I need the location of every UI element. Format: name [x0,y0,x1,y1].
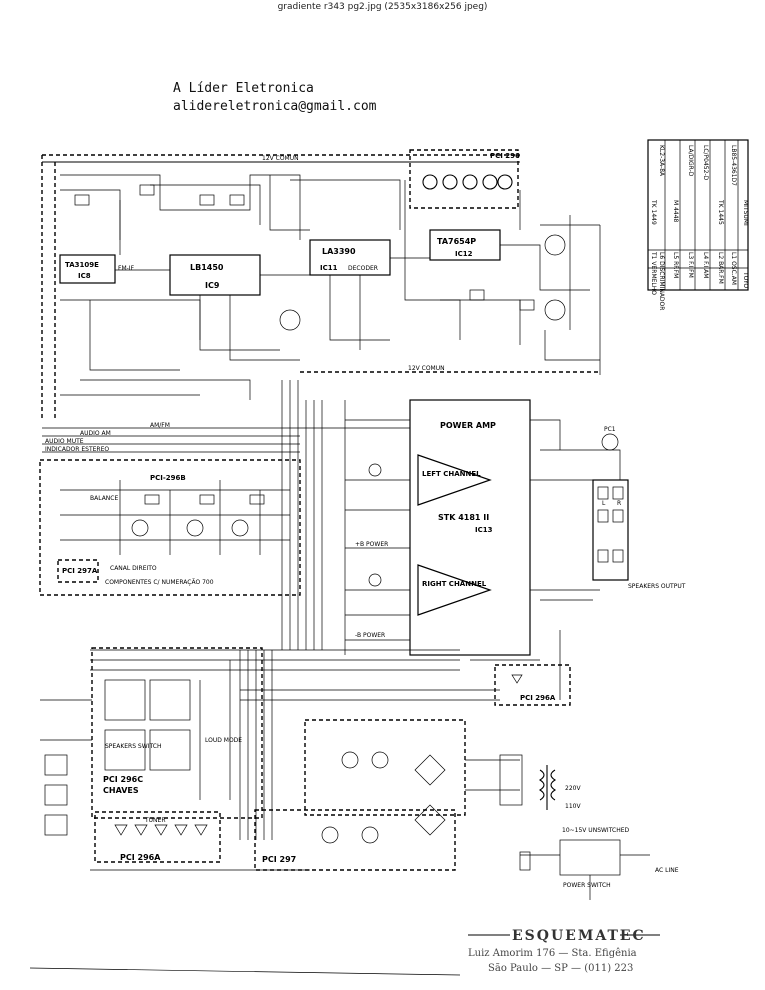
balance-label: BALANCE [90,495,118,502]
ic9-label: IC9 [205,281,220,290]
table-row-3-b: LC/P0452-D [702,145,709,181]
plus-b-power: +B POWER [355,541,388,548]
power-switch-label: POWER SWITCH [563,882,611,889]
stamp-brand: ESQUEMATEC [512,928,646,944]
pci296a-right: PCI 296A [494,664,571,706]
pci296b-label: PCI-296B [150,474,186,482]
speakers-output-label: SPEAKERS OUTPUT [628,583,686,590]
brand-block: A Líder Eletronica alidereletronica@gmai… [173,80,377,116]
ic9: LB1450 IC9 [169,254,261,296]
pci296a-led-board: TUNER PCI 296A [94,811,221,863]
ic11-sub: DECODER [348,265,378,272]
left-channel-label: LEFT CHANNEL [422,470,481,478]
stamp-line2: São Paulo — SP — (011) 223 [488,963,633,974]
rail-mid-label: 12V COMUN [408,365,445,372]
ic12-label: IC12 [455,250,473,258]
fm-if-label: FM-IF [118,265,135,272]
table-row-1-b: LB85-4361D7 [730,145,737,186]
ic11-part: LA3390 [322,247,356,256]
audio-bus: AM/FM AUDIO AM AUDIO MUTE INDICADOR ESTE… [42,422,410,453]
brand-name: A Líder Eletronica [173,81,314,96]
table-row-1-a: L1 OSC.AM [730,252,737,285]
ic11: LA3390 IC11 DECODER [309,239,391,276]
table-header-mitsumi: MITSUMI [742,200,749,226]
table-row-7-a: T1 VERMELHO [650,251,657,295]
tuner-label: TUNER [144,817,166,824]
table-row-7-b: TK 1449 [650,199,657,225]
v220-label: 220V [565,785,581,792]
table-row-4-b: LA/DIGR-D [687,145,694,177]
vertical-bundle [281,380,323,650]
indicador-label: INDICADOR ESTEREO [45,446,109,453]
loud-mode-label: LOUD MODE [205,737,242,744]
rail-top: 12V COMUN [42,154,520,163]
ic9-part: LB1450 [190,263,224,272]
power-amp-label: POWER AMP [440,421,496,430]
table-row-3-a: L4 F.I.AM [702,252,709,278]
table-row-6-b: KL2-3A-8A [658,145,665,177]
pci296b-module: PCI-296B BALANCE CANAL DIREITO COMPONENT… [39,459,301,596]
table-row-5-b: M 4448 [672,200,679,223]
ic8-label: IC8 [78,272,91,280]
pci296a-label: PCI 296A [120,853,161,862]
ic8: TA3109E IC8 FM-IF [59,254,135,284]
minus-b-power: -B POWER [355,632,385,639]
table-row-6-a: L6 DISCRIMINADOR [658,252,665,310]
pci297-label: PCI 297 [262,855,296,864]
coil-table: MITSUMI TOYO L1 OSC.AM LB85-4361D7 L2 BA… [647,139,749,310]
top-wiring [60,174,601,400]
esquematec-stamp: ESQUEMATEC Luiz Amorim 176 — Sta. Efigên… [468,928,660,974]
speakers-switch-label: SPEAKERS SWITCH [105,743,161,750]
v110-label: 110V [565,803,581,810]
chaves-label: CHAVES [103,786,139,795]
table-row-5-a: L5 RF.FM [672,252,679,278]
stamp-line1: Luiz Amorim 176 — Sta. Efigênia [468,948,637,959]
transformer: 220V 110V [499,754,581,810]
ac-line-label: AC LINE [655,867,679,874]
ic12-part: TA7654P [437,237,476,246]
pci296a-right-label: PCI 296A [520,694,556,702]
pci296-label: PCI 296 [490,152,520,160]
pci297a-label: PCI 297A [62,567,98,575]
ic13-part: STK 4181 II [438,513,489,522]
pc1-label: PC1 [604,426,616,433]
componentes-label: COMPONENTES C/ NUMERAÇÃO 700 [105,579,214,586]
lower-bundle [90,649,500,871]
file-caption: gradiente r343 pg2.jpg (2535x3186x256 jp… [277,2,488,12]
rail-top-label: 12V COMUN [262,155,299,162]
am-fm-label: AM/FM [150,422,170,429]
pci296c-module: SPEAKERS SWITCH PCI 296C CHAVES LOUD MOD… [40,647,263,836]
pci296c-label: PCI 296C [103,775,143,784]
ic11-label: IC11 [320,264,338,272]
table-header-toyo: TOYO [742,271,749,288]
vol-text: 10~15V UNSWITCHED [562,827,630,834]
pci296-module: PCI 296 [409,149,520,209]
power-switch: 10~15V UNSWITCHED POWER SWITCH AC LINE [519,827,679,900]
canal-direito-label: CANAL DIREITO [110,565,157,572]
audio-am-label: AUDIO AM [80,430,111,437]
ic13-label: IC13 [475,526,493,534]
ic8-part: TA3109E [65,261,99,269]
table-row-4-a: L3 F.I.FM [687,252,694,278]
speaker-output: L R SPEAKERS OUTPUT PC1 [540,426,686,601]
power-amp-ic13: POWER AMP LEFT CHANNEL RIGHT CHANNEL STK… [344,399,600,656]
table-row-2-a: L2 BAR.FM [717,252,724,284]
pci297-psu: PCI 297 [254,719,520,871]
table-row-2-b: TK 1445 [717,199,724,225]
speaker-r-a: R [617,500,621,507]
audio-mute-label: AUDIO MUTE [45,438,84,445]
ic12: TA7654P IC12 [429,229,501,261]
speaker-l-a: L [602,500,606,507]
brand-email: alidereletronica@gmail.com [173,99,377,114]
right-channel-label: RIGHT CHANNEL [422,580,487,588]
